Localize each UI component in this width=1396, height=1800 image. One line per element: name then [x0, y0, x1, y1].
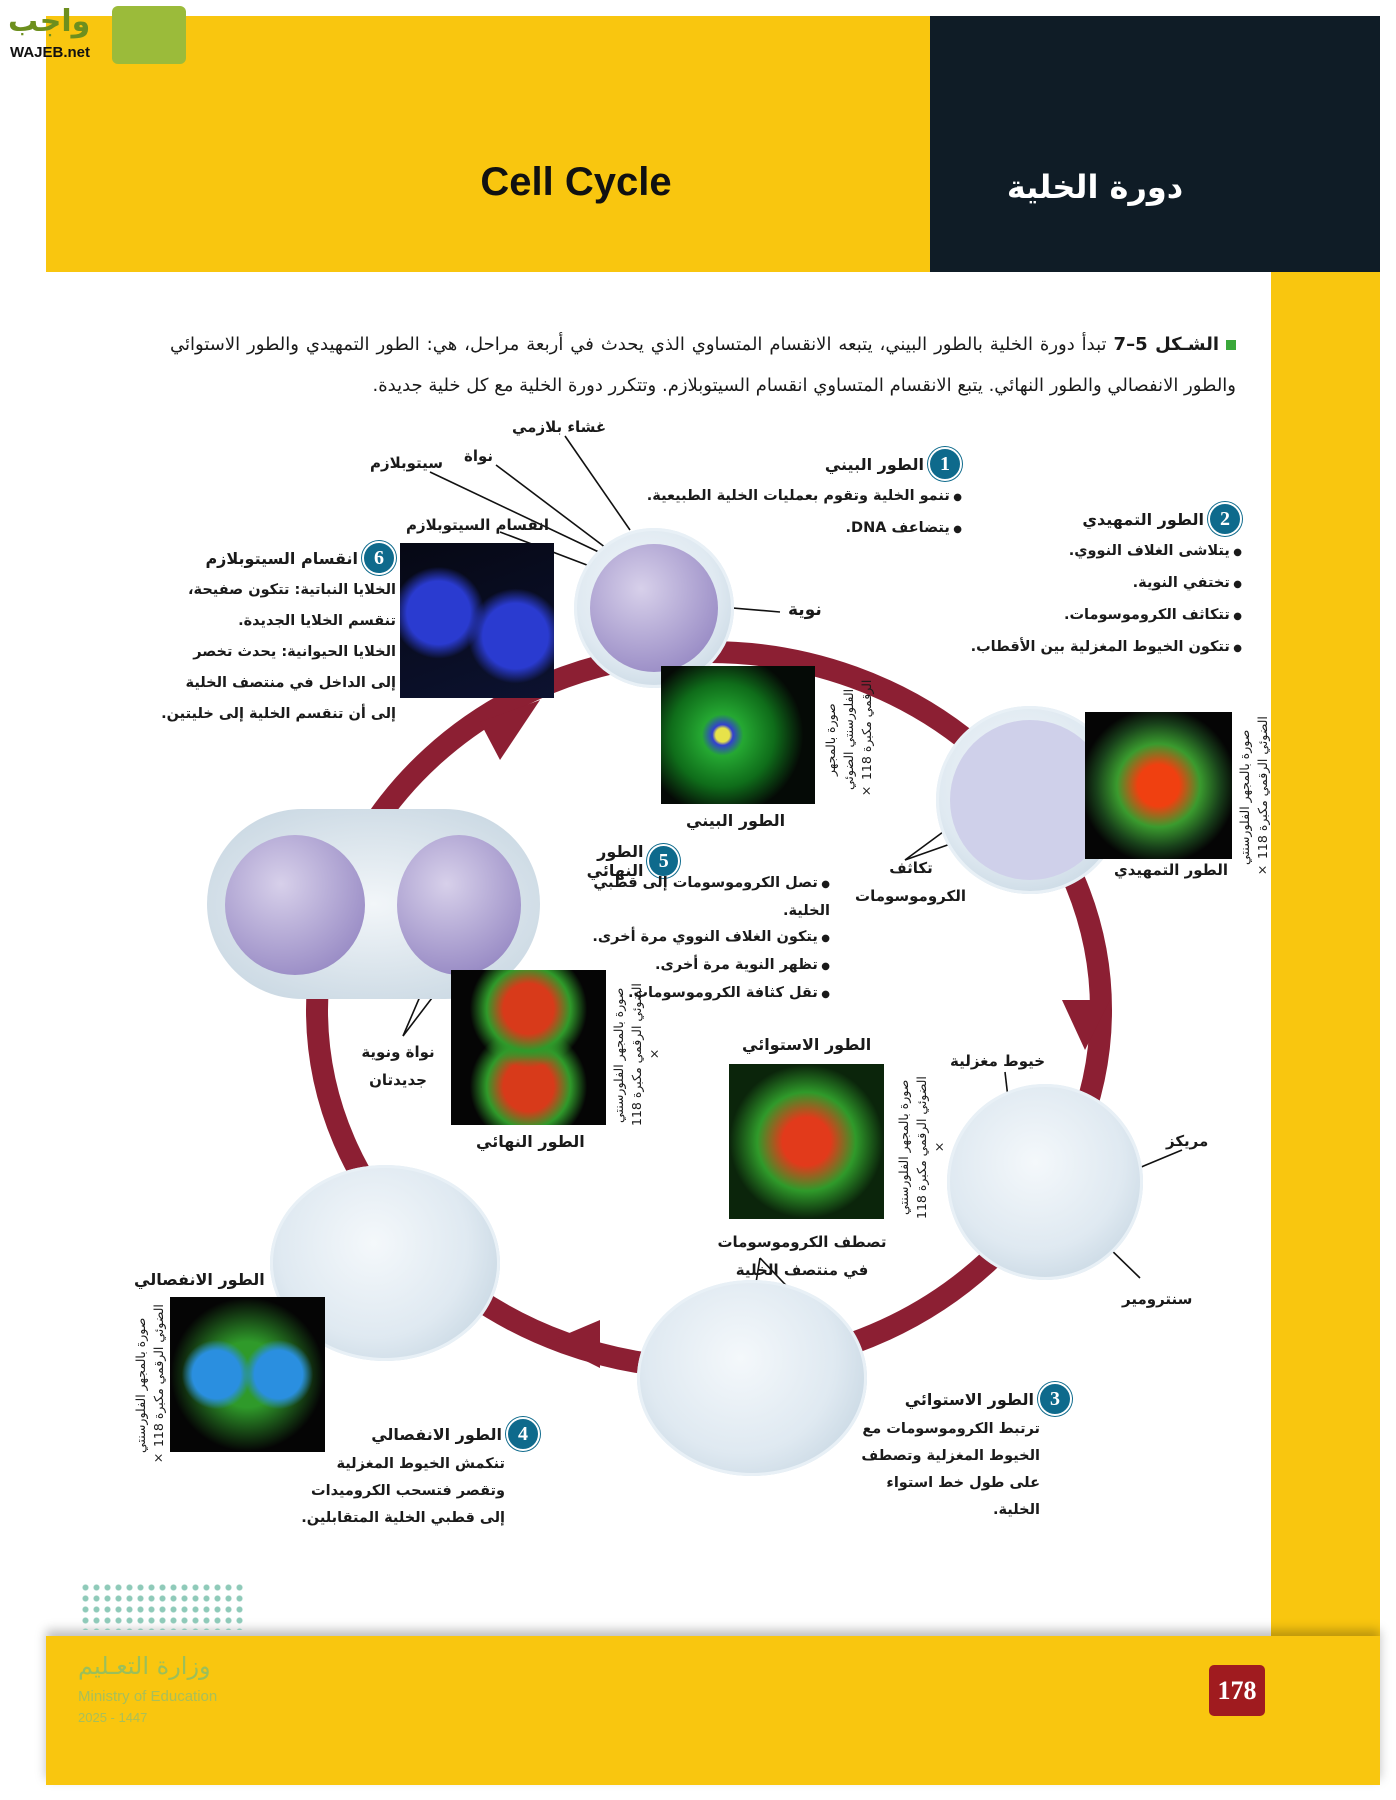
- micrograph-caption: صورة بالمجهر الفلورسنتي الضوئي الرقمي مك…: [896, 1076, 947, 1219]
- arrow-head-icon: [480, 700, 540, 760]
- step-badge: 1: [928, 447, 962, 481]
- micrograph-caption: صورة بالمجهر الفلورسنتي الضوئي الرقمي مك…: [1237, 716, 1270, 878]
- fading-nucleus: [950, 720, 1110, 880]
- interphase-micrograph: [661, 666, 815, 804]
- label-interphase: الطور البيني: [686, 811, 786, 830]
- ministry-year: 2025 - 1447: [78, 1710, 148, 1725]
- step-lines: الخلايا النباتية: تتكون صفيحة، تنقسم الخل…: [130, 575, 396, 730]
- step-title: الطور الاستوائي: [904, 1389, 1034, 1409]
- step-badge: 2: [1208, 502, 1242, 536]
- bullet: تتكاثف الكروموسومات.: [940, 600, 1242, 632]
- header-band: [46, 16, 930, 272]
- step-title: الطور الانفصالي: [371, 1424, 502, 1444]
- bullet: تختفي النوية.: [940, 568, 1242, 600]
- page-number: 178: [1209, 1665, 1265, 1716]
- bullet: تقل كثافة الكروموسومات.: [560, 980, 830, 1008]
- label-centriole: مريكز: [1166, 1132, 1209, 1150]
- prophase-micrograph: [1085, 712, 1232, 859]
- line: الخلايا النباتية: تتكون صفيحة،: [188, 582, 396, 598]
- step-badge: 3: [1038, 1382, 1072, 1416]
- label-spindle: خيوط مغزلية: [950, 1052, 1046, 1070]
- arrow-head-icon: [548, 1320, 600, 1368]
- telophase-cell: [207, 809, 540, 999]
- footer-band: [46, 1636, 1380, 1785]
- page-title-ar: دورة الخلية: [1006, 168, 1184, 206]
- label-new-nuclei: نواة ونوية جديدتان: [361, 1043, 435, 1089]
- arrow-head-icon: [1062, 1000, 1110, 1050]
- step-badge: 6: [362, 541, 396, 575]
- label-nucleolus: نوية: [788, 600, 822, 620]
- interphase-cell: [574, 528, 734, 688]
- step-5-bullets: تصل الكروموسومات إلى قطبي الخلية.يتكون ا…: [560, 870, 830, 1008]
- step-text: ترتبط الكروموسومات مع الخيوط المغزلية وت…: [861, 1421, 1040, 1518]
- page-title-en: Cell Cycle: [480, 160, 672, 204]
- bullet: تظهر النوية مرة أخرى.: [560, 952, 830, 980]
- line: إلى أن تنقسم الخلية إلى خليتين.: [161, 706, 396, 722]
- anaphase-micrograph: [170, 1297, 325, 1452]
- micrograph-caption: صورة بالمجهر الفلورسنتي الضوئي الرقمي مك…: [823, 679, 874, 800]
- wajeb-logo: واجب WAJEB.net: [0, 0, 190, 69]
- header-title-panel: [930, 16, 1380, 272]
- book-icon: [112, 6, 186, 64]
- step-title: انقسام السيتوبلازم: [205, 548, 358, 568]
- metaphase-cell: [637, 1280, 867, 1476]
- label-centromere: سنترومير: [1122, 1290, 1193, 1308]
- label-cytokinesis: انقسام السيتوبلازم: [406, 516, 550, 534]
- logo-latin: WAJEB.net: [10, 44, 91, 61]
- ministry-name-ar: وزارة التعـليم: [78, 1652, 211, 1680]
- label-metaphase: الطور الاستوائي: [742, 1035, 872, 1054]
- label-metaphase-align: تصطف الكروموسومات في منتصف الخلية: [717, 1233, 887, 1279]
- line: الخلايا الحيوانية: يحدث تخصر: [193, 644, 396, 660]
- label-condensation: تكاثف الكروموسومات: [855, 859, 966, 905]
- label-telophase: الطور النهائي: [476, 1132, 585, 1151]
- step-text: تنكمش الخيوط المغزلية وتقصر فتسحب الكروم…: [301, 1456, 505, 1526]
- step-title: الطور البيني: [824, 454, 924, 474]
- label-cytoplasm: سيتوبلازم: [370, 454, 444, 472]
- label-prophase: الطور التمهيدي: [1114, 861, 1229, 879]
- line: إلى الداخل في منتصف الخلية: [185, 675, 396, 691]
- logo-text: واجب: [8, 4, 91, 39]
- bullet: يتكون الغلاف النووي مرة أخرى.: [560, 924, 830, 952]
- bullet: تصل الكروموسومات إلى قطبي الخلية.: [560, 870, 830, 924]
- step-badge: 4: [506, 1417, 540, 1451]
- prometaphase-cell: [947, 1084, 1143, 1280]
- ministry-name-en: Ministry of Education: [78, 1688, 218, 1705]
- bullet-square-icon: [1225, 340, 1236, 350]
- bullet: تتكون الخيوط المغزلية بين الأقطاب.: [940, 632, 1242, 664]
- step-title: الطور التمهيدي: [1082, 509, 1204, 529]
- step-bullets: تنمو الخلية وتقوم بعمليات الخلية الطبيعي…: [640, 481, 962, 545]
- label-plasma-membrane: غشاء بلازمي: [512, 418, 607, 436]
- nucleus: [590, 544, 718, 672]
- label-nucleus: نواة: [464, 447, 494, 465]
- daughter-nucleus: [397, 835, 521, 975]
- line: تنقسم الخلايا الجديدة.: [238, 613, 396, 629]
- step-bullets: يتلاشى الغلاف النووي.تختفي النوية.تتكاثف…: [940, 536, 1242, 664]
- side-strip: [1271, 272, 1380, 1636]
- figure-caption: الشـكل 5–7 تبدأ دورة الخلية بالطور البين…: [170, 324, 1236, 406]
- bullet: تنمو الخلية وتقوم بعمليات الخلية الطبيعي…: [640, 481, 962, 513]
- cytokinesis-micrograph: [400, 543, 554, 698]
- caption-text: تبدأ دورة الخلية بالطور البيني، يتبعه ال…: [170, 334, 1236, 396]
- bullet: يتضاعف DNA.: [640, 513, 962, 545]
- ministry-logo-dots: [80, 1582, 247, 1630]
- daughter-nucleus: [225, 835, 365, 975]
- micrograph-caption: صورة بالمجهر الفلورسنتي الضوئي الرقمي مك…: [133, 1304, 166, 1466]
- metaphase-micrograph: [729, 1064, 884, 1219]
- figure-label: الشـكل 5–7: [1113, 334, 1220, 355]
- bullet: يتلاشى الغلاف النووي.: [940, 536, 1242, 568]
- label-anaphase: الطور الانفصالي: [134, 1270, 265, 1289]
